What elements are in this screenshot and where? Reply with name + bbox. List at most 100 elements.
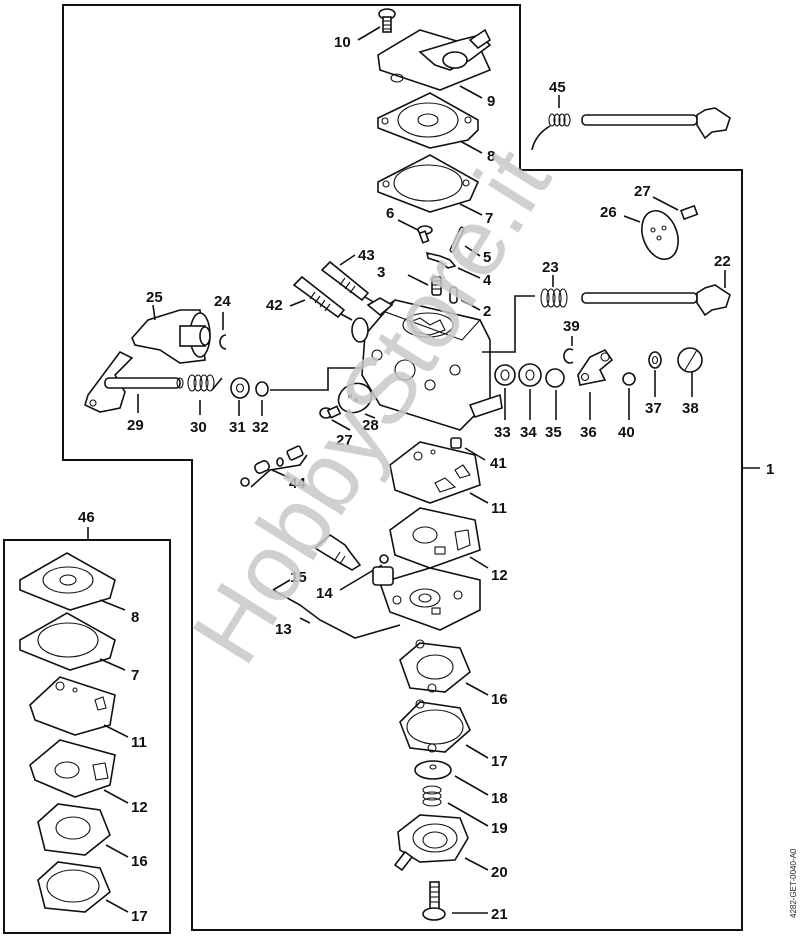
watermark: HobbyStore.it <box>172 131 571 681</box>
kit-gasket-7 <box>19 612 116 671</box>
kit-callout-16: 16 <box>131 853 148 870</box>
assembly-callout: 1 <box>766 461 774 478</box>
callout-2: 2 <box>483 303 491 320</box>
gasket-kit-frame <box>3 539 171 934</box>
part-choke-shaft-29 <box>84 350 184 413</box>
callout-24: 24 <box>214 293 231 310</box>
kit-callout-12: 12 <box>131 799 148 816</box>
part-housing-20 <box>393 814 469 872</box>
kit-callout-8: 8 <box>131 609 139 626</box>
callout-20: 20 <box>491 864 508 881</box>
part-lever-36 <box>577 348 614 386</box>
part-screw-27 <box>680 204 699 221</box>
part-diaphragm-16 <box>399 639 471 693</box>
part-spring-19 <box>422 785 442 807</box>
callout-18: 18 <box>491 790 508 807</box>
callout-43: 43 <box>358 247 375 264</box>
part-washer-31 <box>230 377 250 399</box>
callout-38: 38 <box>682 400 699 417</box>
part-seal-33 <box>494 364 516 386</box>
part-knob-25 <box>131 309 211 364</box>
callout-25: 25 <box>146 289 163 306</box>
callout-37: 37 <box>645 400 662 417</box>
callout-42: 42 <box>266 297 283 314</box>
callout-40: 40 <box>618 424 635 441</box>
callout-7: 7 <box>485 210 493 227</box>
kit-gasket-12 <box>29 739 116 798</box>
kit-callout-7: 7 <box>131 667 139 684</box>
part-nut-40 <box>622 372 636 386</box>
callout-28: 28 <box>362 417 379 434</box>
callout-34: 34 <box>520 424 537 441</box>
callout-32: 32 <box>252 419 269 436</box>
part-screw-27b <box>319 405 342 419</box>
callout-5: 5 <box>483 249 491 266</box>
part-gasket-7 <box>377 154 480 213</box>
kit-diaphragm-8 <box>19 552 116 611</box>
callout-35: 35 <box>545 424 562 441</box>
callout-16: 16 <box>491 691 508 708</box>
callout-39: 39 <box>563 318 580 335</box>
callout-15: 15 <box>290 569 307 586</box>
kit-callout-11: 11 <box>131 734 147 751</box>
kit-gasket-17 <box>37 861 111 913</box>
part-screw-21 <box>422 881 446 921</box>
part-screw-10 <box>378 8 396 33</box>
callout-27b: 27 <box>336 432 353 449</box>
part-diaphragm-8 <box>377 92 479 149</box>
part-cap-38 <box>677 347 703 373</box>
part-washer-37 <box>648 351 662 369</box>
part-adjust-screw-43 <box>320 260 376 304</box>
kit-callout: 46 <box>78 509 95 526</box>
part-oring-32 <box>255 381 269 397</box>
callout-44: 44 <box>289 475 306 492</box>
callout-6: 6 <box>386 205 394 222</box>
part-valve-18 <box>414 760 452 780</box>
kit-gasket-11 <box>29 676 116 736</box>
part-spring-3 <box>431 276 442 296</box>
callout-29: 29 <box>127 417 144 434</box>
part-metering-body-13 <box>372 566 481 631</box>
callout-26: 26 <box>600 204 617 221</box>
part-group-44 <box>240 445 304 487</box>
part-gasket-17 <box>399 699 471 753</box>
part-clip-24 <box>219 334 227 350</box>
part-throttle-plate-28 <box>337 382 373 414</box>
callout-9: 9 <box>487 93 495 110</box>
part-throttle-shaft-22 <box>581 284 731 317</box>
callout-17: 17 <box>491 753 508 770</box>
callout-36: 36 <box>580 424 597 441</box>
part-spring-23 <box>540 288 568 308</box>
part-needle-15 <box>313 533 362 571</box>
kit-callout-17: 17 <box>131 908 148 925</box>
callout-4: 4 <box>483 272 492 289</box>
part-ball-14 <box>379 554 389 564</box>
callout-41: 41 <box>490 455 507 472</box>
part-shaft-45 <box>581 107 731 140</box>
assembly-frame <box>62 4 743 931</box>
callout-19: 19 <box>491 820 508 837</box>
part-screw-6 <box>417 225 433 244</box>
callout-30: 30 <box>190 419 207 436</box>
part-adjust-screw-42 <box>292 275 353 321</box>
callout-14: 14 <box>316 585 333 602</box>
part-gasket-11 <box>389 441 481 504</box>
part-lever-4 <box>425 251 457 269</box>
part-filter-41 <box>450 437 462 449</box>
callout-3: 3 <box>377 264 385 281</box>
part-spring-30 <box>187 374 223 392</box>
callout-10: 10 <box>334 34 351 51</box>
part-plate-26 <box>641 209 679 261</box>
part-pump-cover-9 <box>377 28 492 91</box>
part-spring-45 <box>531 113 571 151</box>
part-inlet-needle-2 <box>449 286 458 304</box>
callout-11: 11 <box>491 500 507 517</box>
part-pin-5 <box>449 226 465 253</box>
part-gasket-12 <box>389 507 481 569</box>
callout-27: 27 <box>634 183 651 200</box>
part-carburetor-body <box>351 297 503 431</box>
callout-23: 23 <box>542 259 559 276</box>
part-clip-39 <box>563 348 574 364</box>
drawing-code: 4282-GET-0040-A0 <box>789 848 798 918</box>
